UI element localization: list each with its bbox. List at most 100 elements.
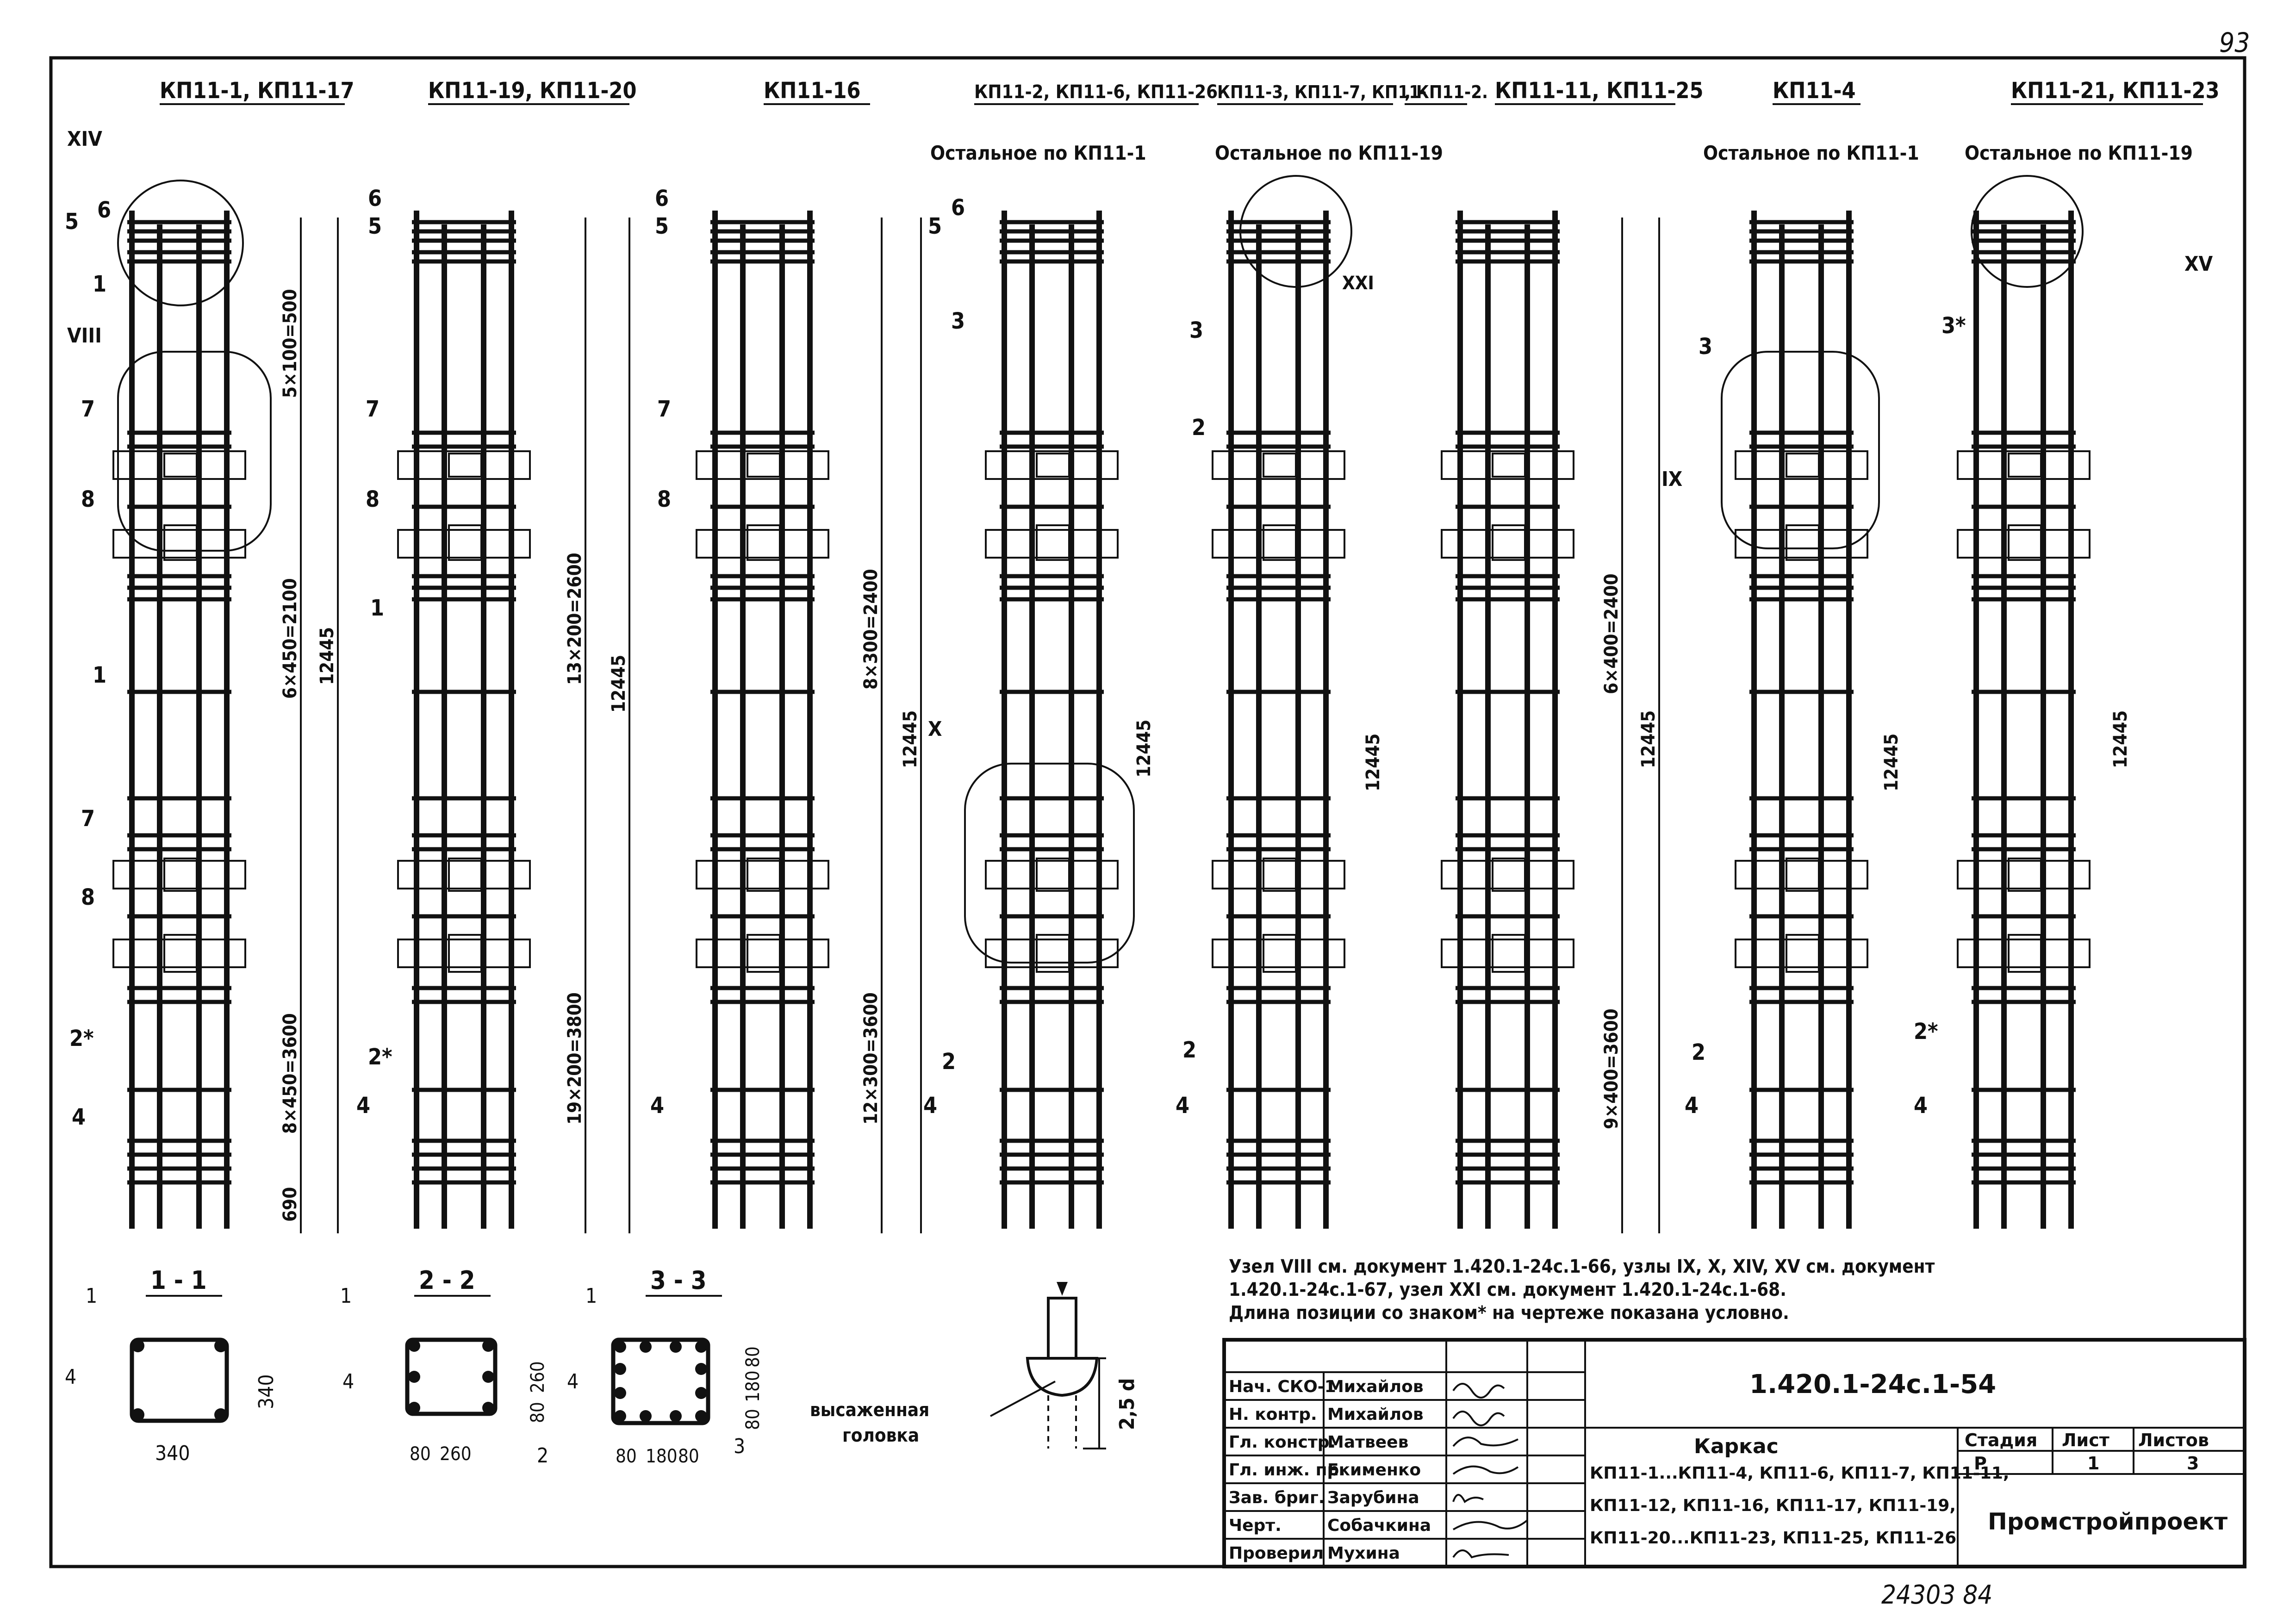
node-viii xyxy=(117,351,272,552)
cage-col-6 xyxy=(1442,211,1574,1229)
product-line-1: КП11-1...КП11-4, КП11-6, КП11-7, КП11-11… xyxy=(1590,1464,2010,1483)
dim-mid: 13×200=2600 xyxy=(564,553,585,685)
label-x: X xyxy=(928,717,942,741)
cage-col-3 xyxy=(697,211,828,1229)
section-dim: 80 xyxy=(742,1346,764,1368)
label-xv: XV xyxy=(2184,252,2213,276)
pos-label: 2 xyxy=(1182,1037,1196,1063)
section-label-1: 1 xyxy=(86,1284,97,1308)
pos-label: 1 xyxy=(370,595,384,621)
stage-header: Стадия xyxy=(1965,1430,2037,1450)
node-callouts: XIV VIII X XXI IX XV xyxy=(67,127,2213,964)
node-xxi xyxy=(1239,175,1352,288)
pos-label: 6 xyxy=(97,197,111,223)
dim-low: 9×400=3600 xyxy=(1601,1008,1622,1129)
section-1-1: 1 - 1 340 340 1 4 xyxy=(65,1266,278,1465)
section-dim: 180 xyxy=(646,1446,678,1467)
section-label-1: 1 xyxy=(585,1284,597,1308)
section-label-2: 2 xyxy=(537,1444,548,1468)
cage-col-2 xyxy=(398,211,530,1229)
sheet-number: 93 xyxy=(2219,27,2250,58)
dimension-chains: 5×100=500 6×450=2100 8×450=3600 690 1244… xyxy=(280,218,2131,1233)
sheet-value: 1 xyxy=(2087,1453,2099,1474)
section-label-4: 4 xyxy=(65,1365,76,1389)
dim-total: 12445 xyxy=(1638,710,1659,768)
sheets-value: 3 xyxy=(2187,1453,2199,1474)
staff-name: Зарубина xyxy=(1327,1488,1419,1507)
note-line-2: 1.420.1-24с.1-67, узел XXI см. документ … xyxy=(1229,1279,1786,1300)
pos-label: 3 xyxy=(951,308,965,334)
col-title-5: КП11-3, КП11-7, КП11- xyxy=(1217,82,1426,102)
staff-name: Собачкина xyxy=(1327,1516,1431,1535)
col-title-9: КП11-21, КП11-23 xyxy=(2011,78,2220,104)
section-dim: 260 xyxy=(440,1443,472,1465)
product-line-2: КП11-12, КП11-16, КП11-17, КП11-19, xyxy=(1590,1496,1956,1515)
general-notes: Узел VIII см. документ 1.420.1-24с.1-66,… xyxy=(1229,1256,1935,1324)
pos-label: 8 xyxy=(366,486,380,512)
pos-label: 6 xyxy=(655,186,669,211)
pos-label: 3 xyxy=(1189,317,1203,343)
section-dim-w: 340 xyxy=(155,1442,190,1465)
section-label-3: 3 xyxy=(734,1435,745,1458)
section-dim-h: 340 xyxy=(255,1374,278,1409)
upset-label-2: головка xyxy=(842,1425,919,1446)
column-titles: КП11-1, КП11-17 КП11-19, КП11-20 КП11-16… xyxy=(160,78,2220,105)
pos-label: 4 xyxy=(356,1093,370,1119)
dim-total: 12445 xyxy=(1133,720,1155,777)
staff-role: Нач. СКО-1 xyxy=(1229,1377,1336,1396)
sheets-header: Листов xyxy=(2138,1430,2209,1450)
note-line-1: Узел VIII см. документ 1.420.1-24с.1-66,… xyxy=(1229,1256,1935,1277)
section-label-4: 4 xyxy=(567,1370,579,1393)
pos-label: 2 xyxy=(1192,415,1206,441)
upset-label-1: высаженная xyxy=(810,1399,929,1421)
section-label-1: 1 xyxy=(340,1284,352,1308)
note-col-4: Остальное по КП11-1 xyxy=(930,142,1146,164)
note-col-9: Остальное по КП11-19 xyxy=(1965,142,2193,164)
pos-label: 8 xyxy=(657,486,671,512)
section-3-3: 3 - 3 80 180 80 80 180 80 1 4 3 xyxy=(567,1266,764,1467)
section-dim: 80 xyxy=(678,1446,699,1467)
node-ix xyxy=(1721,351,1880,549)
label-ix: IX xyxy=(1661,467,1682,491)
dim-mid: 8×300=2400 xyxy=(860,569,882,690)
dim-k: 690 xyxy=(280,1187,301,1222)
pos-label: 4 xyxy=(1685,1093,1699,1119)
section-2-2: 2 - 2 80 260 260 80 1 4 2 xyxy=(340,1266,548,1468)
section-title: 1 - 1 xyxy=(150,1266,207,1295)
signatures xyxy=(1452,1383,1528,1559)
cage-col-4 xyxy=(986,211,1118,1229)
dim-total: 12445 xyxy=(2110,710,2131,768)
dim-total: 12445 xyxy=(1881,734,1902,791)
col-title-7: КП11-11, КП11-25 xyxy=(1495,78,1704,104)
node-xiv xyxy=(117,180,244,306)
doc-code: 1.420.1-24с.1-54 xyxy=(1749,1369,1996,1399)
pos-label: 7 xyxy=(366,396,380,422)
staff-name: Михайлов xyxy=(1327,1405,1424,1424)
staff-name: Екименко xyxy=(1327,1461,1421,1480)
col-title-3: КП11-16 xyxy=(764,78,861,104)
staff-name: Матвеев xyxy=(1327,1433,1408,1452)
pos-label: 2* xyxy=(1914,1019,1938,1045)
pos-label: 8 xyxy=(81,486,95,512)
pos-label: 2* xyxy=(368,1044,392,1070)
dim-low: 8×450=3600 xyxy=(280,1013,301,1134)
sheet-frame xyxy=(49,56,2246,1568)
pos-label: 4 xyxy=(1176,1093,1189,1119)
pos-label: 5 xyxy=(368,213,382,239)
section-dim: 80 xyxy=(410,1443,431,1465)
col-title-1: КП11-1, КП11-17 xyxy=(160,78,355,104)
pos-label: 5 xyxy=(928,213,942,239)
staff-name: Мухина xyxy=(1327,1544,1400,1563)
section-dim: 80 xyxy=(527,1402,548,1423)
staff-name: Михайлов xyxy=(1327,1377,1424,1396)
organization: Промстройпроект xyxy=(1988,1508,2228,1535)
pos-label: 4 xyxy=(72,1104,86,1130)
dim-mid: 6×450=2100 xyxy=(280,578,301,699)
label-xxi: XXI xyxy=(1342,273,1374,294)
remainder-notes: Остальное по КП11-1 Остальное по КП11-19… xyxy=(930,142,2193,164)
upset-head-detail: 2,5 d высаженная головка xyxy=(810,1282,1139,1449)
pos-label: 7 xyxy=(657,396,671,422)
position-labels: 5 6 1 7 8 1 7 8 2* 4 6 5 1 7 8 2* 4 6 5 … xyxy=(65,186,1966,1130)
note-col-8: Остальное по КП11-1 xyxy=(1703,142,1919,164)
dim-total: 12445 xyxy=(1363,734,1384,791)
